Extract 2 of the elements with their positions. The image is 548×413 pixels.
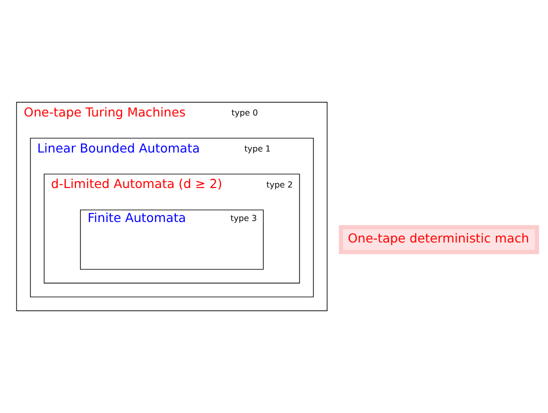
node-box: One-tape deterministic mach (338, 225, 540, 254)
node-box: Finite Automata type 3 (80, 210, 264, 270)
